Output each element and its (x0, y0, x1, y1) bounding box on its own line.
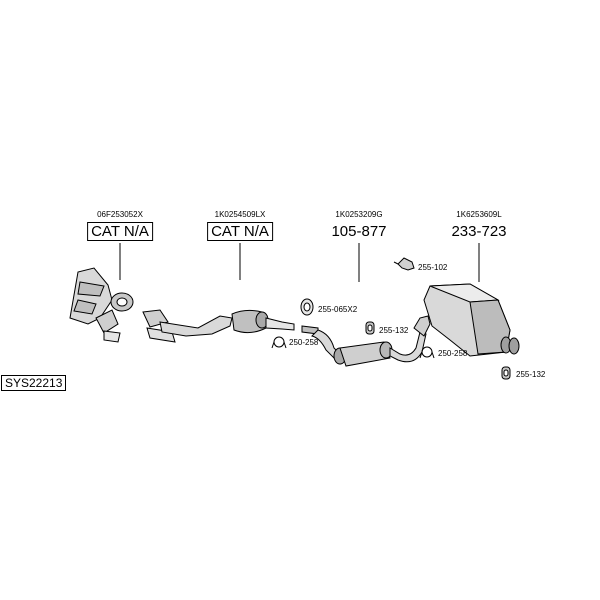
part-code-bracket[interactable]: 255-102 (418, 263, 448, 272)
part-code-hanger-2[interactable]: 255-132 (516, 370, 546, 379)
system-code-label: SYS22213 (1, 375, 67, 391)
oem-number-3: 1K0253209G (335, 210, 383, 219)
price-label-4[interactable]: 233-723 (451, 223, 506, 240)
oem-number-1: 06F253052X (97, 210, 143, 219)
price-label-1: CAT N/A (87, 222, 153, 241)
front-pipe-cat-part[interactable] (142, 309, 295, 343)
price-text-4: 233-723 (451, 223, 507, 240)
price-label-2: CAT N/A (207, 222, 273, 241)
clamp-icon[interactable] (271, 336, 287, 349)
rubber-hanger-icon-2[interactable] (501, 366, 511, 380)
price-label-3[interactable]: 105-877 (331, 223, 386, 240)
part-code-hanger-1[interactable]: 255-132 (379, 326, 409, 335)
oem-number-4: 1K6253609L (456, 210, 502, 219)
part-code-clamp-1[interactable]: 250-258 (289, 338, 319, 347)
exhaust-manifold-part[interactable] (69, 267, 134, 343)
part-code-gasket[interactable]: 255-065X2 (318, 305, 358, 314)
gasket-icon[interactable] (300, 298, 314, 316)
rear-silencer-part[interactable] (413, 283, 520, 357)
rubber-hanger-icon[interactable] (365, 321, 375, 335)
mounting-bracket-icon[interactable] (393, 257, 415, 271)
price-box-2[interactable]: CAT N/A (207, 222, 273, 241)
part-code-clamp-2[interactable]: 250-258 (438, 349, 468, 358)
clamp-icon-2[interactable] (419, 346, 435, 359)
centre-silencer-part[interactable] (301, 325, 427, 367)
oem-number-2: 1K0254509LX (214, 210, 266, 219)
price-text-3: 105-877 (331, 223, 387, 240)
price-box-1[interactable]: CAT N/A (87, 222, 153, 241)
